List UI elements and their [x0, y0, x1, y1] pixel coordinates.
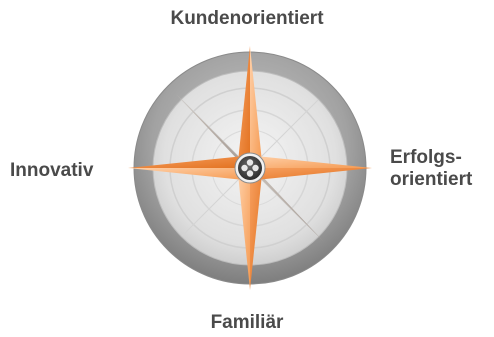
primary-compass-points [128, 46, 372, 290]
label-south: Familiär [210, 312, 284, 333]
label-east: Erfolgs- orientiert [390, 147, 490, 191]
label-north: Kundenorientiert [170, 8, 324, 29]
label-west: Innovativ [10, 160, 94, 181]
label-east-line2: orientiert [390, 169, 473, 190]
secondary-compass-points [176, 94, 324, 242]
compass-center-hub [234, 152, 266, 184]
label-east-line1: Erfolgs- [390, 147, 462, 168]
